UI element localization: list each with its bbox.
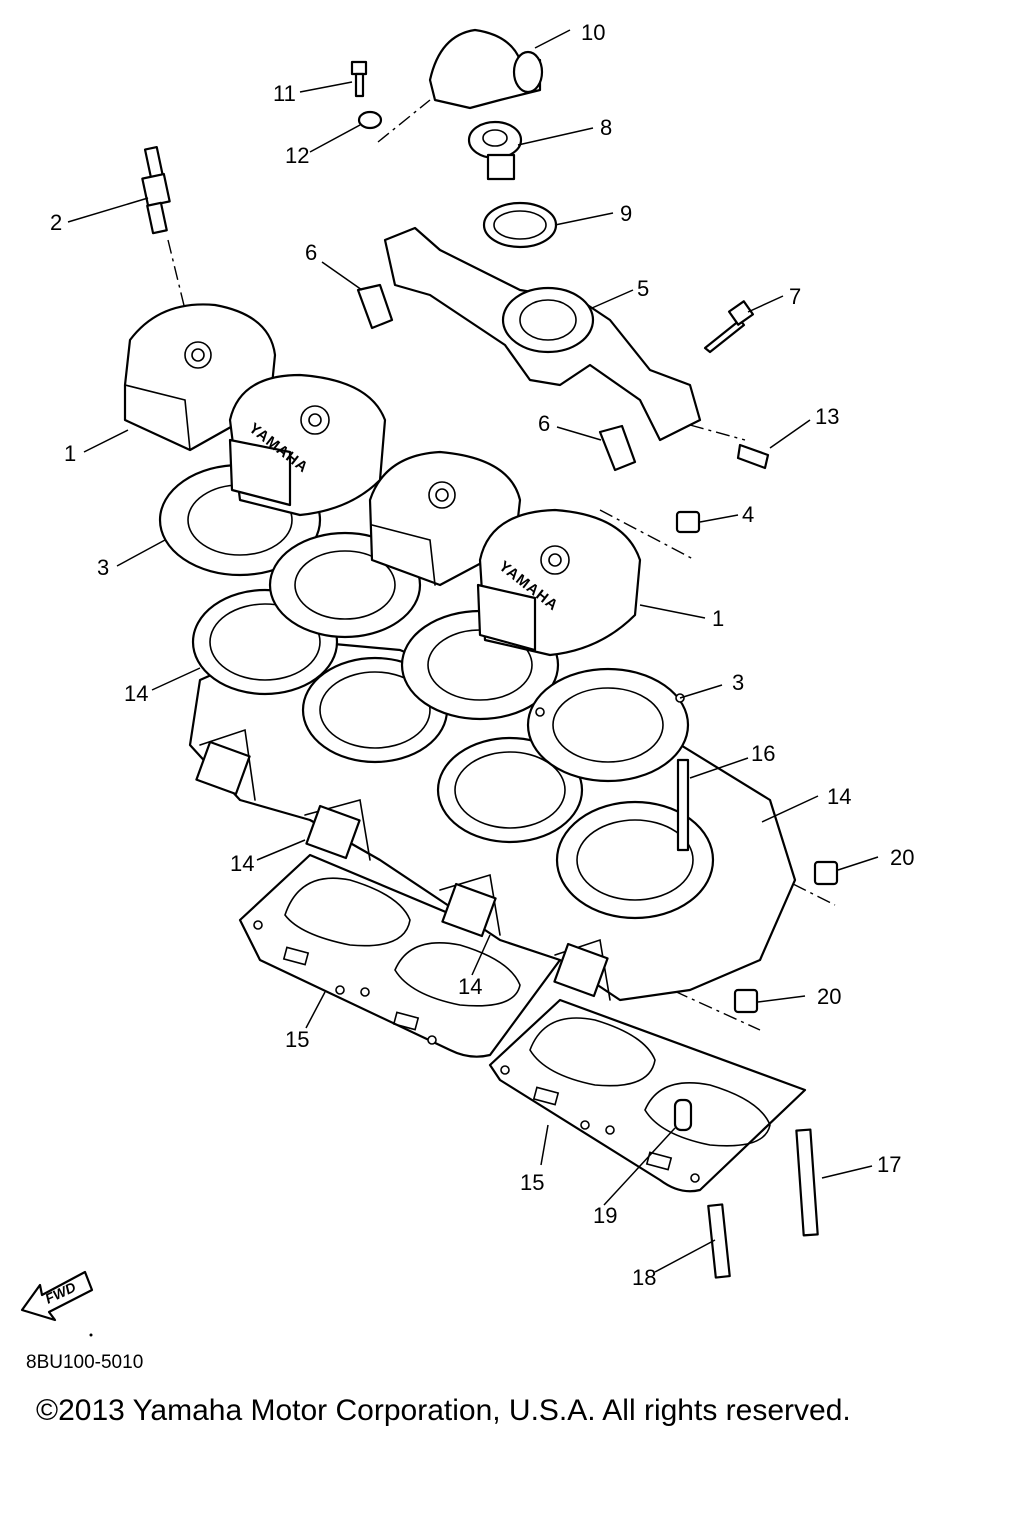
nut-20-upper (813, 860, 839, 886)
seal-9 (482, 201, 558, 249)
nut-4 (675, 510, 701, 534)
fwd-arrow-icon: FWD (20, 1270, 94, 1322)
callout-8: 8 (600, 115, 612, 140)
callout-14-d: 14 (458, 974, 482, 999)
water-manifold (383, 226, 702, 442)
cylinder-head-rear: YAMAHA (368, 450, 642, 657)
diagram-code: 8BU100-5010 (26, 1352, 144, 1373)
callout-6-upper: 6 (305, 240, 317, 265)
callout-5: 5 (637, 276, 649, 301)
spark-plug (141, 145, 171, 235)
bolt-11 (350, 60, 368, 98)
gasket-6-upper (356, 283, 394, 330)
callout-1-front: 1 (64, 441, 76, 466)
cylinder-4 (555, 800, 715, 920)
copyright-notice: ©2013 Yamaha Motor Corporation, U.S.A. A… (36, 1394, 851, 1427)
callout-4: 4 (742, 502, 754, 527)
callout-18: 18 (632, 1265, 656, 1290)
thermostat-8 (467, 120, 523, 181)
fitting-13 (736, 443, 770, 470)
dowel-19 (673, 1098, 693, 1132)
callout-14-c: 14 (230, 851, 254, 876)
callout-15-front: 15 (285, 1027, 309, 1052)
callout-3-front: 3 (97, 555, 109, 580)
callout-20-upper: 20 (890, 845, 914, 870)
cylinder-head-front: YAMAHA (123, 303, 387, 517)
callout-10: 10 (581, 20, 605, 45)
callout-20-lower: 20 (817, 984, 841, 1009)
washer-12 (357, 110, 383, 130)
bolt-7 (703, 300, 755, 354)
callout-17: 17 (877, 1152, 901, 1177)
leader-lines (67, 29, 879, 1273)
base-gasket-front (238, 853, 562, 1058)
callout-9: 9 (620, 201, 632, 226)
callout-2: 2 (50, 210, 62, 235)
stud-17 (795, 1128, 819, 1237)
gasket-6-lower (598, 424, 637, 472)
callout-13: 13 (815, 404, 839, 429)
callout-3-rear: 3 (732, 670, 744, 695)
nut-20-lower (733, 988, 759, 1014)
callout-14-a: 14 (124, 681, 148, 706)
stud-16 (676, 758, 690, 852)
callout-14-b: 14 (827, 784, 851, 809)
callout-7: 7 (789, 284, 801, 309)
callout-6-lower: 6 (538, 411, 550, 436)
cylinder-3 (436, 736, 584, 844)
thermostat-cover (428, 28, 544, 110)
stud-18 (707, 1203, 731, 1279)
callout-15-rear: 15 (520, 1170, 544, 1195)
callout-11: 11 (273, 81, 296, 106)
callout-19: 19 (593, 1203, 617, 1228)
callout-labels: 10 11 8 12 9 2 6 5 7 6 13 1 4 3 1 14 3 1… (50, 20, 914, 1290)
callout-12: 12 (285, 143, 309, 168)
callout-1-rear: 1 (712, 606, 724, 631)
callout-16: 16 (751, 741, 775, 766)
base-gasket-rear (488, 998, 807, 1193)
